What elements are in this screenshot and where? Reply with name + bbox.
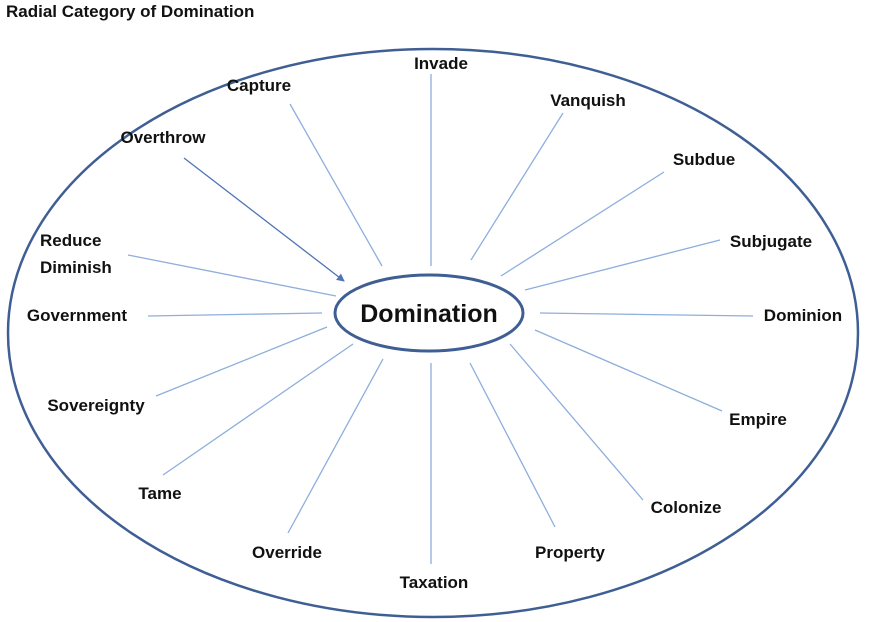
- spoke-government: [147, 312, 323, 317]
- spoke-sovereignty: [155, 326, 328, 397]
- term-government: Government: [27, 306, 127, 325]
- term-property: Property: [535, 543, 605, 562]
- spoke-dominion: [539, 312, 754, 317]
- spokes: [127, 74, 754, 564]
- spoke-reduce-diminish: [127, 254, 337, 297]
- spoke-override: [287, 358, 384, 534]
- spoke-property: [469, 362, 556, 528]
- spoke-overthrow: [183, 157, 345, 282]
- spoke-capture: [289, 103, 383, 267]
- spoke-subjugate: [524, 239, 721, 291]
- spoke-colonize: [509, 343, 644, 501]
- diagram-title: Radial Category of Domination: [6, 2, 255, 21]
- term-tame: Tame: [138, 484, 181, 503]
- term-overthrow: Overthrow: [120, 128, 206, 147]
- term-invade: Invade: [414, 54, 468, 73]
- center-label: Domination: [360, 300, 498, 328]
- center-ellipse: [333, 273, 525, 353]
- term-taxation: Taxation: [400, 573, 469, 592]
- term-override: Override: [252, 543, 322, 562]
- term-capture: Capture: [227, 76, 291, 95]
- spoke-empire: [534, 329, 723, 412]
- term-subjugate: Subjugate: [730, 232, 812, 251]
- term-subdue: Subdue: [673, 150, 735, 169]
- spoke-tame: [162, 343, 354, 476]
- term-vanquish: Vanquish: [550, 91, 626, 110]
- outer-ellipse: [6, 47, 860, 619]
- term-dominion: Dominion: [764, 306, 842, 325]
- spoke-subdue: [500, 171, 665, 277]
- term-labels: InvadeVanquishSubdueSubjugateDominionEmp…: [27, 54, 842, 592]
- term-colonize: Colonize: [651, 498, 722, 517]
- spoke-vanquish: [470, 112, 564, 261]
- term-empire: Empire: [729, 410, 787, 429]
- term-sovereignty: Sovereignty: [47, 396, 145, 415]
